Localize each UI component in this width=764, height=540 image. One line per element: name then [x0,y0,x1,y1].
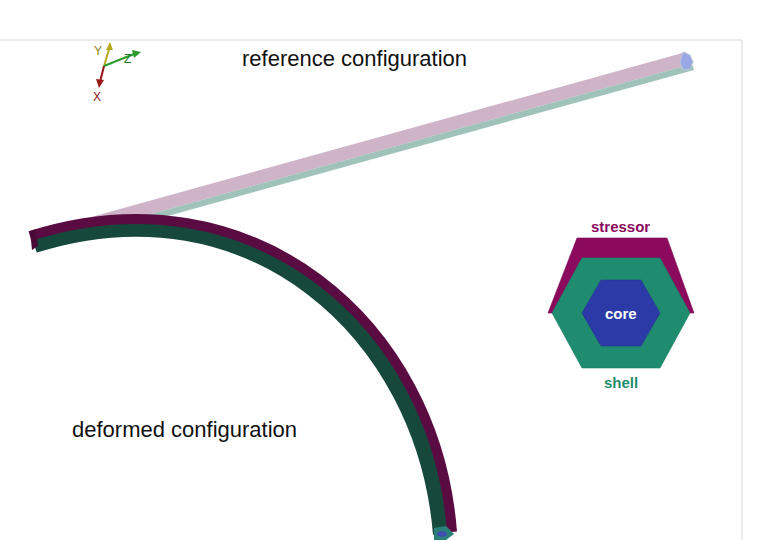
shell-layer-shape [552,258,690,368]
deformed-rod-shell [34,228,442,534]
axis-label: X [93,90,101,104]
axis-head [106,42,113,50]
view-title: deformed configuration [72,417,297,443]
view-title: reference configuration [242,46,467,72]
deformed-rod-stressor [30,219,452,532]
rod-end [30,229,38,250]
axis-label: Y [94,44,102,58]
axis-head [132,50,141,58]
rod-end-core [437,531,447,537]
shell-layer: shell core [552,258,690,394]
rod-end-section [680,52,693,70]
layer-label: shell [604,374,638,391]
layer-label: stressor [591,218,650,235]
core-region-shape [582,280,660,346]
rod-end-section [434,526,454,540]
layer-label: core [605,305,637,322]
frame-line [742,40,743,540]
core-region: core [582,280,660,346]
frame-line [0,40,742,41]
axis-label: Z [124,52,131,66]
axis-head [96,79,104,88]
